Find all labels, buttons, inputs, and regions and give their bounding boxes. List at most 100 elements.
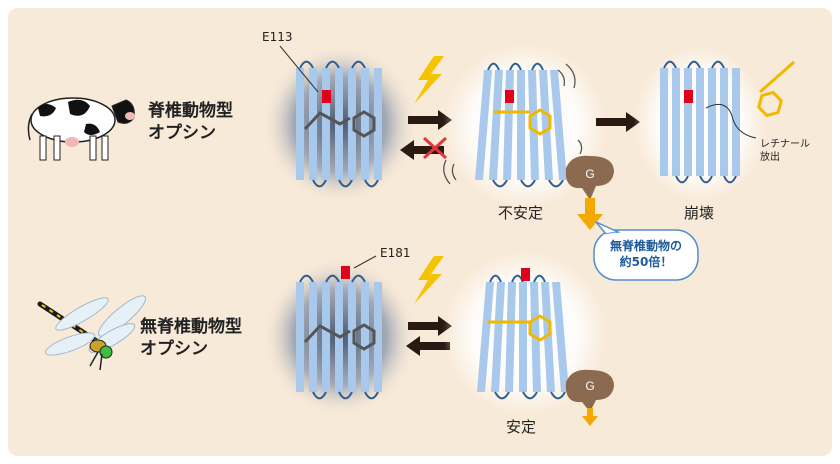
helix-loop: [711, 60, 725, 69]
g-protein-label: G: [585, 167, 594, 181]
stable-label: 安定: [506, 418, 537, 436]
helix: [348, 282, 356, 392]
dragonfly-icon: [37, 295, 147, 371]
cow-icon: [27, 97, 135, 161]
lightning-icon: [414, 56, 444, 104]
helix: [505, 282, 516, 392]
helix-loop: [351, 60, 366, 69]
helix-loop: [299, 60, 314, 69]
vertebrate-dark-state: [262, 44, 418, 204]
e113-label: E113: [262, 30, 293, 44]
helix-loop: [550, 391, 566, 400]
helix: [322, 282, 330, 392]
helix-loop: [675, 175, 689, 184]
helix-loop: [723, 175, 737, 184]
invertebrate-title-line1: 無脊椎動物型: [140, 317, 242, 337]
helix-loop: [299, 274, 314, 283]
helix-loop: [509, 62, 522, 71]
helix-loop: [312, 391, 327, 400]
helix: [696, 68, 704, 176]
helix: [684, 68, 692, 176]
helix: [348, 68, 356, 180]
retinal-release-line2: 放出: [760, 152, 780, 163]
e113-residue: [322, 90, 331, 103]
helix: [309, 68, 317, 180]
callout-line1: 無脊椎動物の: [609, 239, 682, 253]
g-protein-icon: G: [565, 155, 614, 200]
helix-loop: [312, 179, 327, 188]
helix-loop: [699, 175, 713, 184]
helix-loop: [364, 391, 379, 400]
e113-residue-collapsed: [684, 90, 693, 103]
collapse-label: 崩壊: [684, 204, 715, 222]
helix: [552, 282, 569, 392]
helix: [708, 68, 716, 176]
retinal-release-label: レチナール 放出: [760, 138, 810, 164]
retinal-release-line1: レチナール: [760, 139, 810, 150]
callout-bubble: [593, 221, 699, 281]
invertebrate-active-state: [443, 251, 607, 415]
helix-loop: [548, 179, 564, 188]
helix-loop: [338, 391, 353, 400]
helix-loop: [492, 179, 508, 188]
helix: [528, 70, 539, 180]
helix: [477, 282, 494, 392]
helix: [361, 68, 369, 180]
helix: [491, 282, 505, 392]
g-protein-label-bottom: G: [585, 379, 594, 393]
collapsed-state: [634, 46, 795, 202]
vertebrate-title-line1: 脊椎動物型: [148, 101, 233, 121]
e181-label: E181: [380, 246, 411, 260]
callout-text: 無脊椎動物の 約50倍！: [596, 238, 696, 270]
helix-loop: [487, 62, 500, 71]
helix: [296, 282, 304, 392]
helix-loop: [351, 274, 366, 283]
e181-residue: [341, 266, 350, 279]
helix: [489, 70, 503, 180]
helix-loop: [325, 274, 340, 283]
vertebrate-title-line2: オプシン: [148, 123, 216, 143]
helix: [322, 68, 330, 180]
invertebrate-dark-state: [262, 255, 418, 417]
lightning-icon-bottom: [414, 256, 444, 304]
helix: [732, 68, 740, 176]
helix: [660, 68, 668, 176]
signal-arrow-bottom: [582, 408, 598, 426]
helix-loop: [489, 274, 502, 283]
helix: [672, 68, 680, 176]
helix: [541, 282, 555, 392]
unstable-label: 不安定: [498, 204, 544, 222]
helix-loop: [687, 60, 701, 69]
helix-loop: [531, 62, 544, 71]
helix-loop: [663, 60, 677, 69]
helix: [720, 68, 728, 176]
helix: [519, 282, 527, 392]
helix-loop: [338, 179, 353, 188]
invertebrate-title-line2: オプシン: [140, 339, 208, 359]
helix: [539, 70, 553, 180]
helix: [309, 282, 317, 392]
cross-icon: [422, 136, 448, 160]
helix-loop: [520, 179, 536, 188]
helix: [296, 68, 304, 180]
g-protein-icon-bottom: G: [565, 369, 614, 412]
vertebrate-active-state: [443, 44, 607, 208]
e181-residue-active: [521, 268, 530, 281]
helix: [374, 282, 382, 392]
helix-loop: [364, 179, 379, 188]
helix: [374, 68, 382, 180]
invertebrate-title: 無脊椎動物型 オプシン: [140, 316, 242, 360]
helix: [517, 70, 525, 180]
helix-loop: [325, 60, 340, 69]
e113-residue-active: [505, 90, 514, 103]
vertebrate-title: 脊椎動物型 オプシン: [148, 100, 233, 144]
helix: [550, 70, 567, 180]
helix-loop: [533, 274, 546, 283]
helix: [361, 282, 369, 392]
helix: [475, 70, 492, 180]
helix-loop: [494, 391, 510, 400]
helix-loop: [522, 391, 538, 400]
callout-line2: 約50倍！: [619, 255, 673, 269]
